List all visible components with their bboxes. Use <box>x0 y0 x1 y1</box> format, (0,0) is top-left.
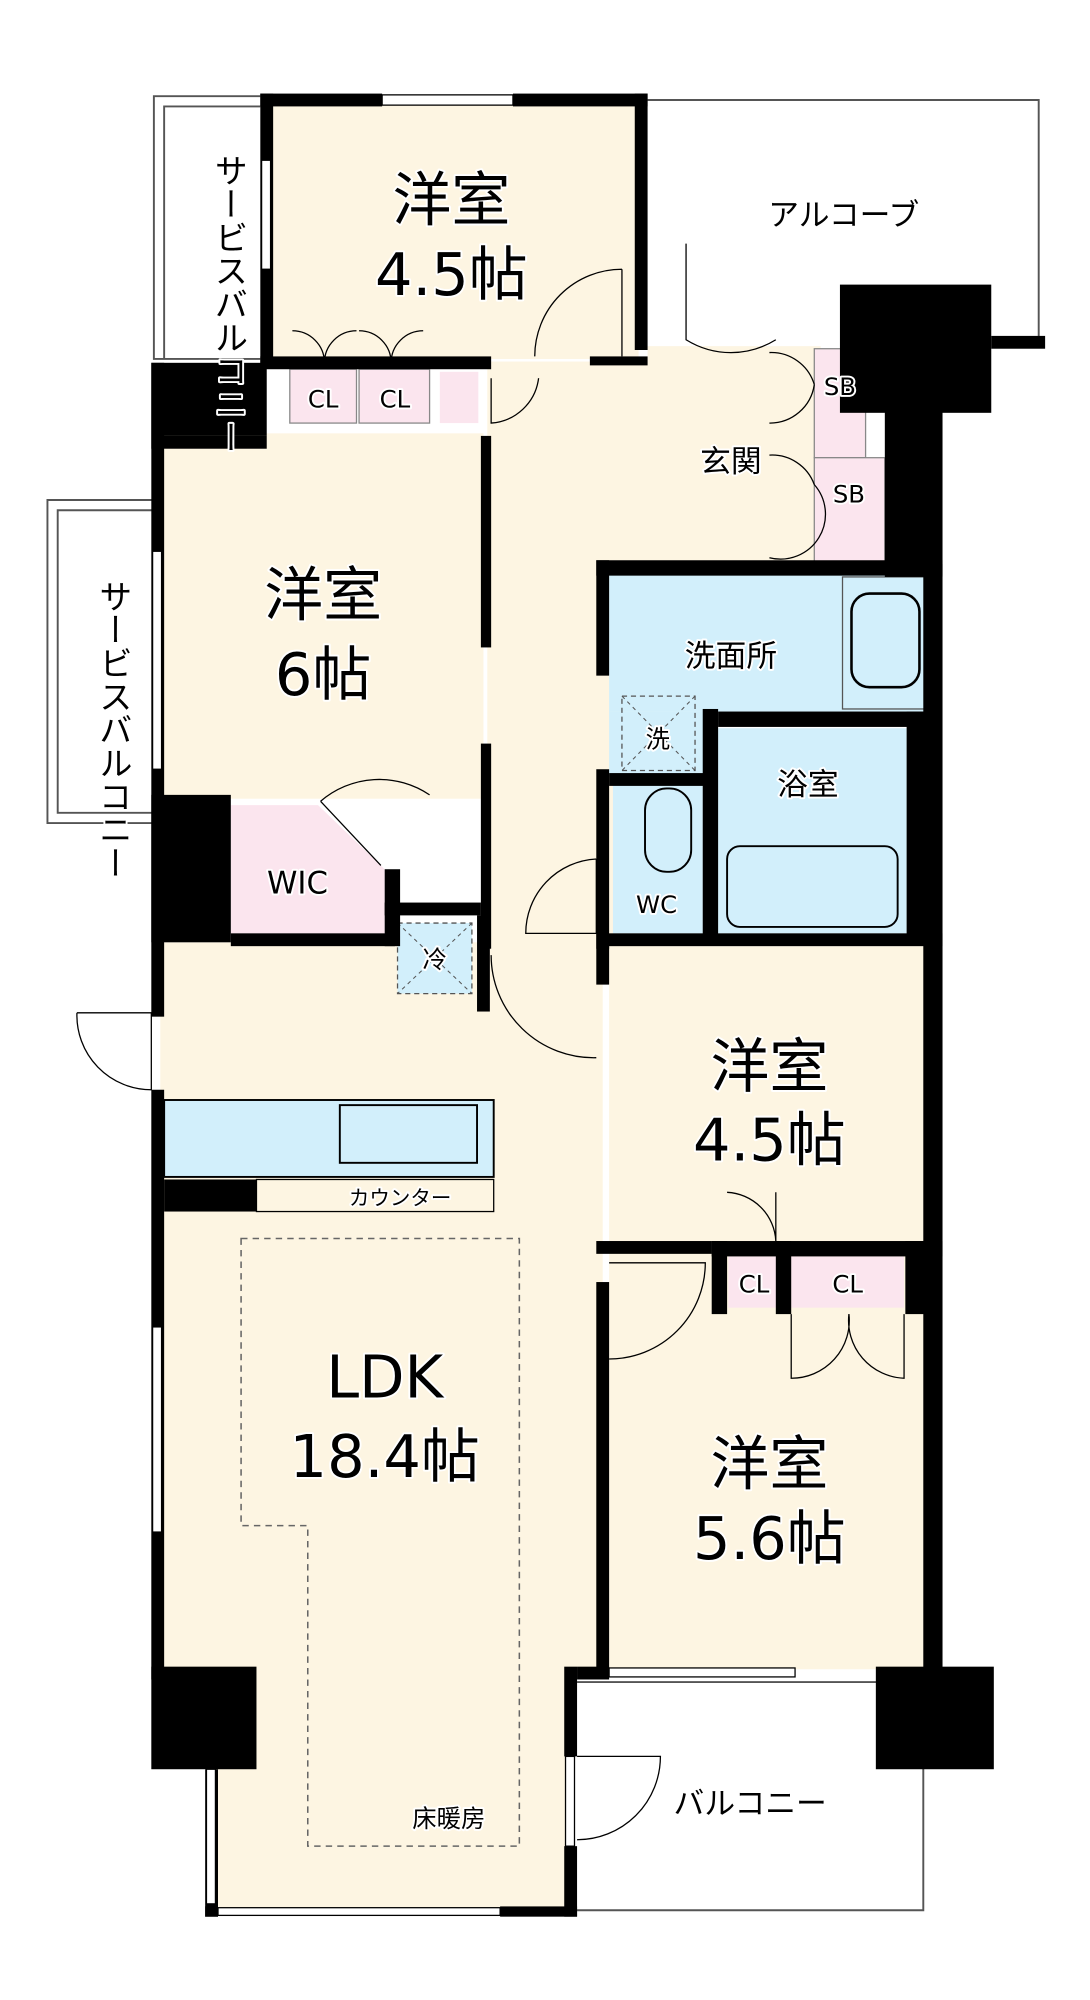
door-western-right-icon <box>727 1191 777 1242</box>
kitchen-counter <box>163 1099 495 1178</box>
service-balcony-left-label: サービスバルコニー <box>93 579 132 879</box>
alcove-outline <box>647 99 1040 340</box>
door-balcony-icon <box>577 1755 662 1841</box>
sink-icon <box>338 1104 478 1164</box>
service-balcony-top <box>152 95 261 360</box>
door-shoebox-icon <box>769 351 827 560</box>
door-western-56-icon <box>609 1262 706 1360</box>
closet-1 <box>289 368 358 424</box>
floor-heating-area <box>240 1237 521 1847</box>
door-wc-icon <box>525 858 597 934</box>
washer-cross <box>621 695 696 771</box>
shoe-box-2 <box>813 457 886 564</box>
bathroom <box>718 728 907 934</box>
counter-label: カウンター <box>349 1186 452 1210</box>
closet-3-label: CL <box>739 1269 770 1298</box>
door-swings <box>76 243 905 1841</box>
wic-label: WIC <box>267 866 328 902</box>
bathroom-label: 浴室 <box>777 767 839 803</box>
entrance-area <box>647 346 821 567</box>
closet-1-label: CL <box>308 385 339 414</box>
service-balcony-top-label: サービスバルコニー <box>209 154 248 454</box>
walk-in-closet <box>230 805 385 934</box>
closet-4-label: CL <box>832 1269 863 1298</box>
alcove-label: アルコーブ <box>768 198 919 234</box>
closet-3 <box>728 1256 780 1308</box>
wc-label: WC <box>636 890 677 919</box>
room-western-right <box>609 946 928 1244</box>
balcony-outline <box>577 1681 925 1912</box>
toilet-icon <box>644 787 693 873</box>
room-western-56 <box>609 1250 928 1670</box>
ldk-size: 18.4帖 <box>290 1422 480 1491</box>
western-right-size: 4.5帖 <box>693 1105 846 1174</box>
western-6-name: 洋室 <box>264 560 382 629</box>
washer-label: 洗 <box>646 724 670 753</box>
western-top-size: 4.5帖 <box>375 240 528 309</box>
windows <box>151 94 796 1917</box>
western-56-name: 洋室 <box>710 1430 828 1499</box>
fridge-cross <box>397 922 473 994</box>
balcony-label: バルコニー <box>674 1786 827 1822</box>
door-closet-56-icon <box>790 1314 905 1379</box>
room-western-6 <box>160 433 484 799</box>
door-ldk-icon <box>490 955 597 1059</box>
vanity-basin-icon <box>850 592 921 689</box>
western-right-name: 洋室 <box>710 1032 828 1101</box>
western-56-size: 5.6帖 <box>693 1504 846 1573</box>
door-western-top-icon <box>534 268 623 357</box>
shoebox-1-label: SB <box>824 372 856 401</box>
door-entry-icon <box>685 243 777 354</box>
closet-2 <box>358 368 431 424</box>
ldk-area <box>160 942 603 1674</box>
bathtub-icon <box>726 845 899 928</box>
western-top-name: 洋室 <box>392 166 510 235</box>
entrance-label: 玄関 <box>700 444 762 480</box>
western-6-size: 6帖 <box>275 640 372 709</box>
door-exterior-icon <box>76 1012 152 1091</box>
room-western-top <box>266 102 639 359</box>
fridge-label: 冷 <box>423 945 447 974</box>
ldk-lower <box>211 1666 571 1911</box>
washroom-label: 洗面所 <box>685 639 777 675</box>
door-wic-icon <box>320 778 430 866</box>
closet-2-label: CL <box>380 385 411 414</box>
toilet-room <box>612 784 703 934</box>
ldk-name: LDK <box>326 1342 444 1411</box>
counter-strip <box>255 1178 495 1213</box>
shoebox-2-label: SB <box>833 480 865 509</box>
closet-small <box>439 371 479 424</box>
washer-space <box>621 695 696 772</box>
service-balcony-left <box>46 499 154 825</box>
floor-heating-label: 床暖房 <box>412 1804 485 1833</box>
closet-4 <box>791 1256 905 1308</box>
door-closet-top-icon <box>292 330 424 363</box>
door-hall-icon <box>490 378 540 424</box>
washroom-lower <box>609 711 706 776</box>
